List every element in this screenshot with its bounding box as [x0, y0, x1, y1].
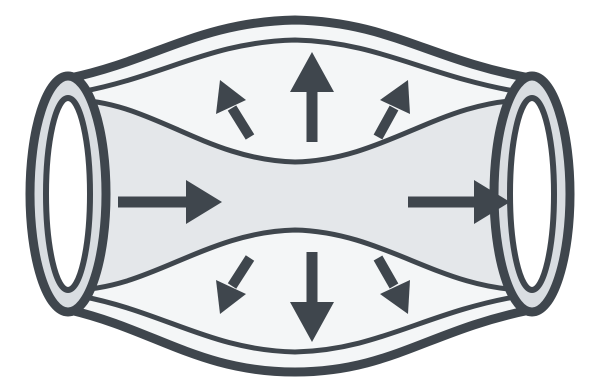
left-opening [30, 76, 106, 312]
right-opening [494, 76, 570, 312]
